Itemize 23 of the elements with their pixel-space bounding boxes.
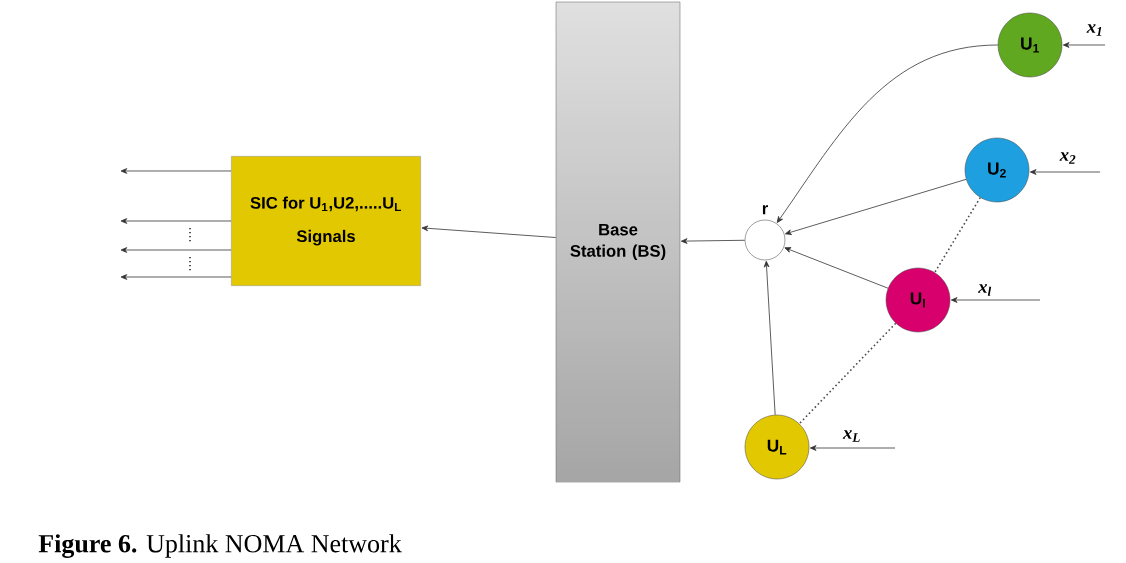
arrow <box>763 260 776 416</box>
edge-label: x$_{1}$ <box>1086 24 1102 36</box>
arrow <box>120 274 232 280</box>
base-station-box: Base Station (BS) <box>555 1 681 483</box>
edge-label: x$_{l}$ <box>977 284 992 296</box>
arrow <box>680 238 746 244</box>
arrow <box>809 445 896 451</box>
receiver-circle <box>744 219 786 261</box>
node-label: r <box>762 205 768 215</box>
arrow <box>1029 169 1101 175</box>
arrow <box>120 247 232 253</box>
caption: Figure 6. Uplink NOMA Network <box>38 534 402 558</box>
edge-label: x$_{L}$ <box>842 430 860 442</box>
arrow <box>950 297 1041 303</box>
arrow <box>120 168 232 174</box>
arrow <box>1062 42 1106 48</box>
arrow <box>421 225 557 238</box>
arrow <box>776 44 999 223</box>
edge-label: x$_{2}$ <box>1059 152 1076 164</box>
arrow <box>785 178 967 235</box>
arrow <box>120 218 232 224</box>
process-box: SIC for U$_{1}$,U2,.....U$_{L}$ Signals <box>231 156 421 286</box>
arrow <box>784 247 889 289</box>
